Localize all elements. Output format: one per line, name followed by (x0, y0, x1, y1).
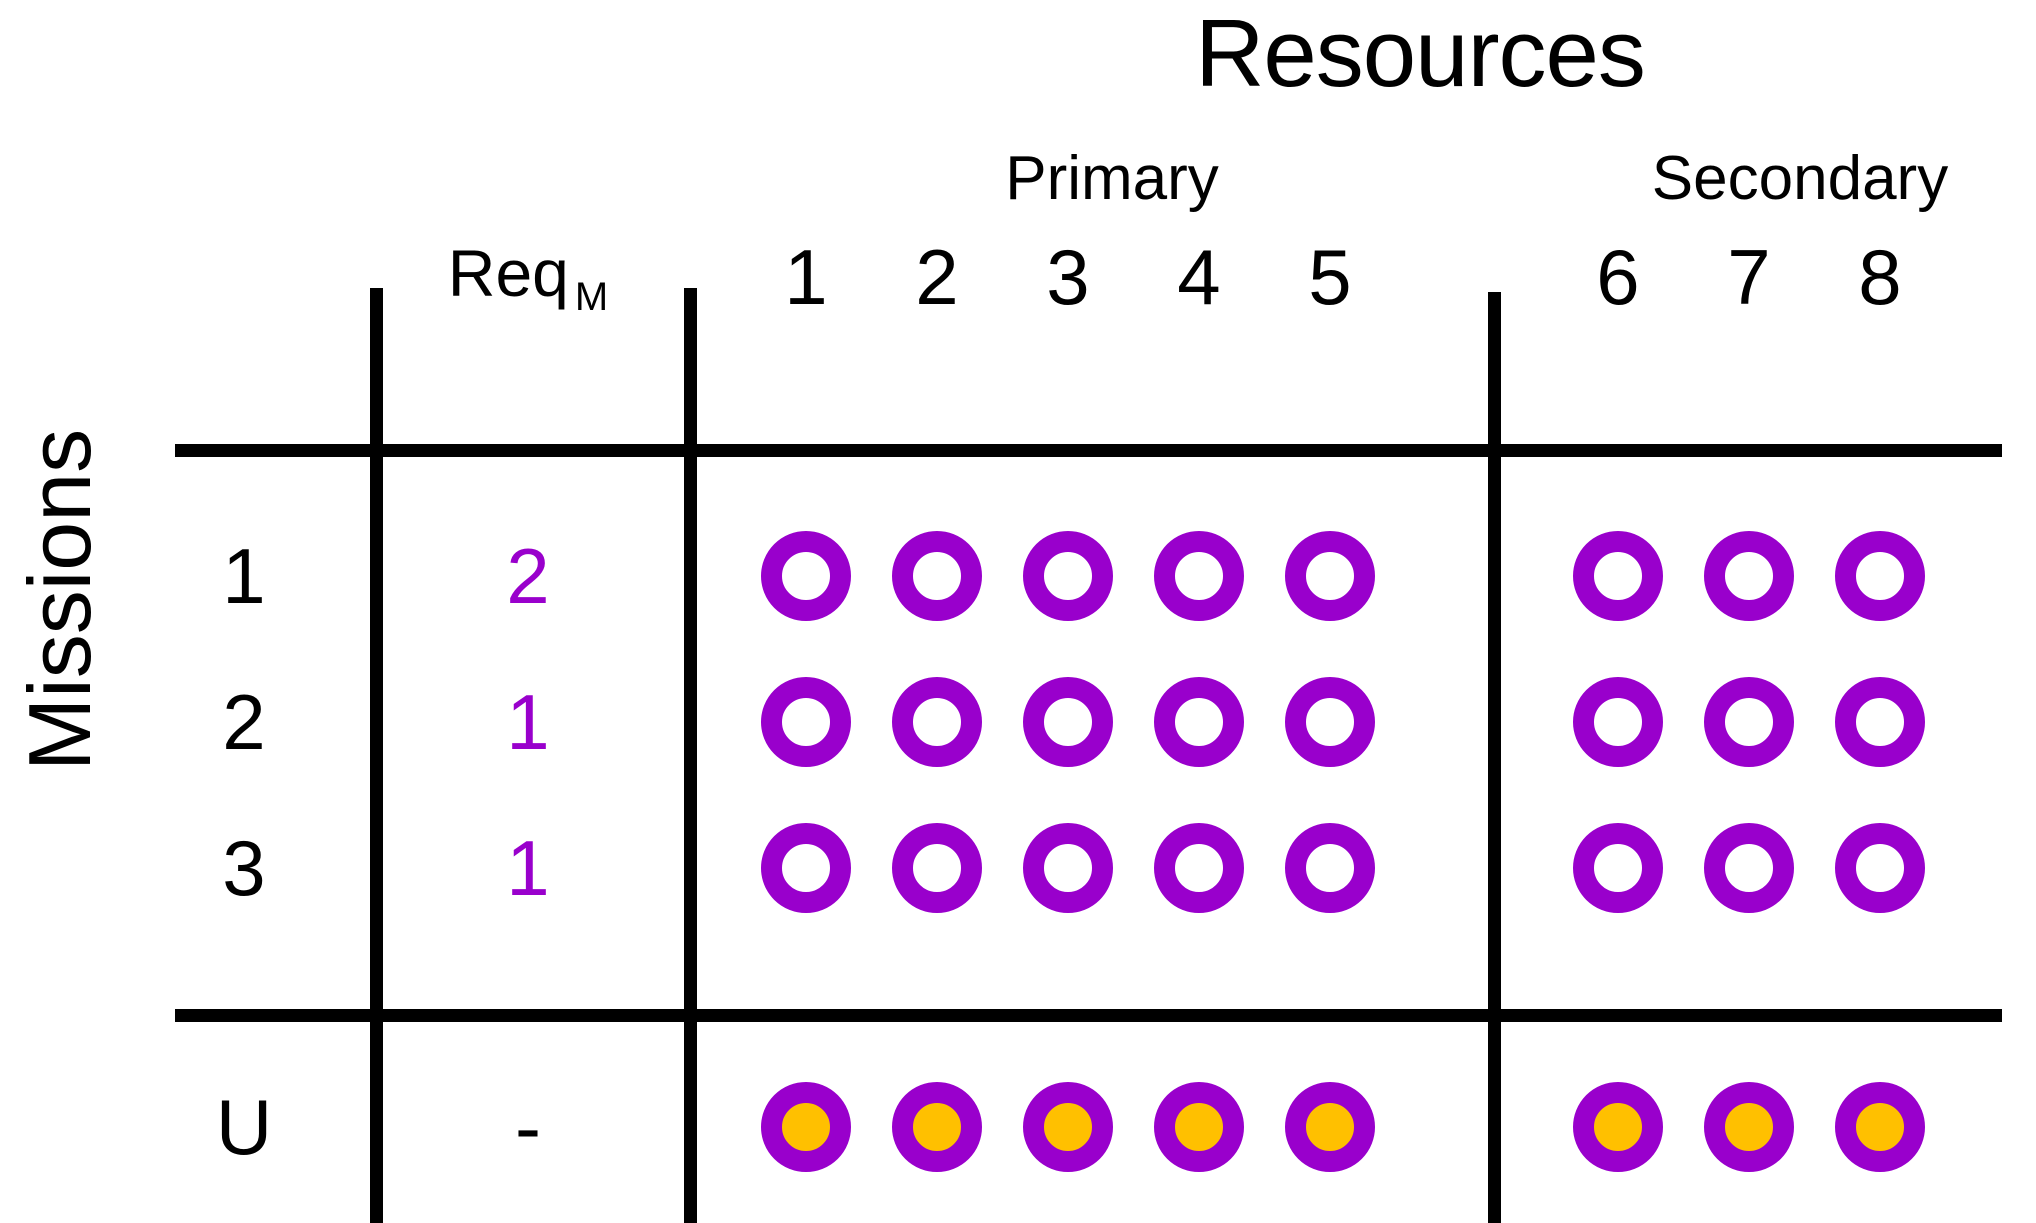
req-header-text: Req (447, 236, 569, 310)
mission-3-label: 3 (222, 824, 266, 912)
missions-axis-label: Missions (10, 428, 109, 772)
mission-3-cell-2[interactable] (892, 823, 982, 913)
mission-3-cell-1[interactable] (761, 823, 851, 913)
utility-row-cell-4[interactable] (1154, 1082, 1244, 1172)
mission-1-cell-8[interactable] (1835, 531, 1925, 621)
column-header-4: 4 (1177, 233, 1221, 321)
mission-1-req-value: 2 (506, 532, 550, 620)
req-column-divider-rule (684, 288, 697, 1223)
utility-row-req-value: - (515, 1083, 541, 1171)
mission-1-cell-4[interactable] (1154, 531, 1244, 621)
header-divider-rule (175, 444, 2002, 457)
mission-2-req-value: 1 (506, 678, 550, 766)
page-title: Resources (1195, 0, 1646, 107)
mission-1-cell-2[interactable] (892, 531, 982, 621)
mission-1-cell-5[interactable] (1285, 531, 1375, 621)
column-header-6: 6 (1596, 233, 1640, 321)
column-header-3: 3 (1046, 233, 1090, 321)
mission-2-cell-6[interactable] (1573, 677, 1663, 767)
row-label-divider-rule (370, 288, 383, 1223)
utility-row-cell-5[interactable] (1285, 1082, 1375, 1172)
mission-2-cell-4[interactable] (1154, 677, 1244, 767)
group-header-secondary: Secondary (1651, 144, 1949, 213)
mission-2-cell-2[interactable] (892, 677, 982, 767)
mission-1-cell-3[interactable] (1023, 531, 1113, 621)
column-header-7: 7 (1727, 233, 1771, 321)
req-header-subscript: M (574, 275, 609, 320)
primary-secondary-divider-rule (1488, 292, 1501, 1223)
utility-row-cell-2[interactable] (892, 1082, 982, 1172)
mission-3-cell-6[interactable] (1573, 823, 1663, 913)
mission-1-label: 1 (222, 532, 266, 620)
mission-1-cell-7[interactable] (1704, 531, 1794, 621)
utility-row-cell-7[interactable] (1704, 1082, 1794, 1172)
mission-1-cell-1[interactable] (761, 531, 851, 621)
utility-divider-rule (175, 1009, 2002, 1022)
column-header-2: 2 (915, 233, 959, 321)
mission-3-cell-8[interactable] (1835, 823, 1925, 913)
mission-3-cell-7[interactable] (1704, 823, 1794, 913)
mission-3-cell-5[interactable] (1285, 823, 1375, 913)
utility-row-cell-6[interactable] (1573, 1082, 1663, 1172)
group-header-primary: Primary (1005, 144, 1219, 213)
mission-2-cell-5[interactable] (1285, 677, 1375, 767)
mission-3-cell-4[interactable] (1154, 823, 1244, 913)
utility-row-cell-8[interactable] (1835, 1082, 1925, 1172)
mission-2-cell-3[interactable] (1023, 677, 1113, 767)
column-header-5: 5 (1308, 233, 1352, 321)
mission-2-cell-7[interactable] (1704, 677, 1794, 767)
column-header-1: 1 (784, 233, 828, 321)
utility-row-cell-3[interactable] (1023, 1082, 1113, 1172)
mission-3-cell-3[interactable] (1023, 823, 1113, 913)
column-header-8: 8 (1858, 233, 1902, 321)
mission-2-label: 2 (222, 678, 266, 766)
mission-1-cell-6[interactable] (1573, 531, 1663, 621)
utility-row-cell-1[interactable] (761, 1082, 851, 1172)
mission-2-cell-8[interactable] (1835, 677, 1925, 767)
mission-2-cell-1[interactable] (761, 677, 851, 767)
mission-3-req-value: 1 (506, 824, 550, 912)
utility-row-label: U (215, 1083, 273, 1171)
